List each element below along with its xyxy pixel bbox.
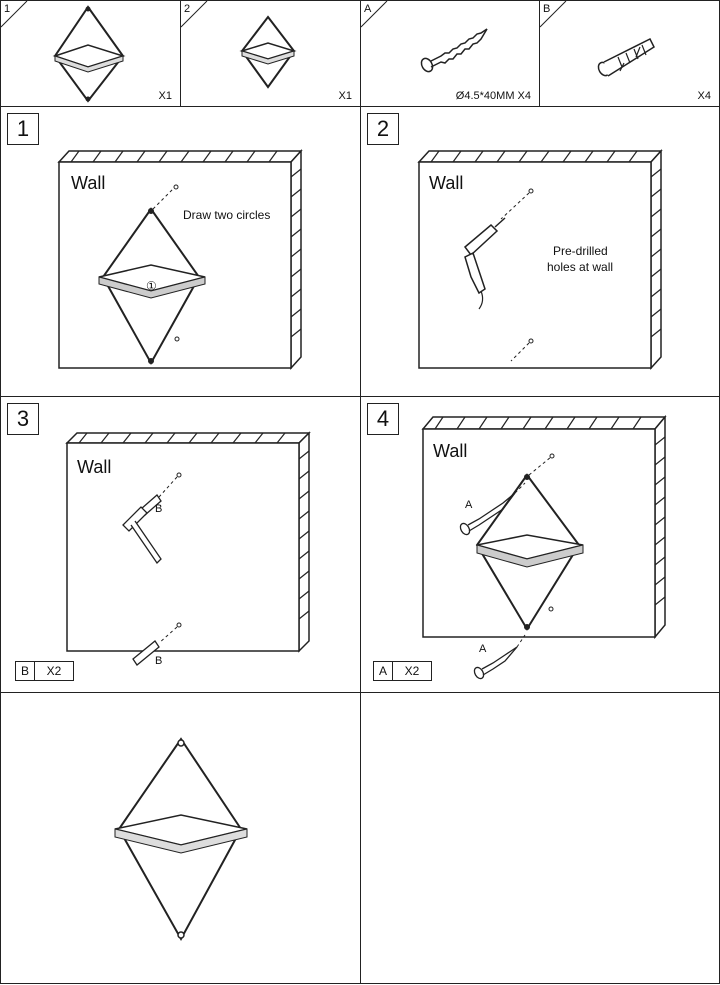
parts-legend: B X2	[15, 661, 74, 681]
screw-tag-top: A	[465, 499, 473, 511]
part-id: 2	[184, 3, 191, 15]
planter-small-icon	[239, 15, 297, 89]
step-3-panel: 3 Wall B B B X2	[0, 396, 361, 693]
corner-notch	[1, 1, 28, 28]
part-qty: Ø4.5*40MM X4	[455, 90, 531, 102]
corner-notch	[361, 1, 388, 28]
legend-qty: X2	[46, 664, 62, 678]
step-number: 2	[367, 113, 399, 145]
step-4-panel: 4 Wall A A A X2	[360, 396, 720, 693]
empty-panel	[360, 692, 720, 984]
part-cell-b: B X4	[539, 0, 720, 107]
screw-tag-bottom: A	[479, 643, 487, 655]
part-qty: X1	[158, 90, 172, 102]
legend-qty: X2	[404, 664, 420, 678]
anchor-tag-top: B	[155, 503, 163, 515]
planter-large-icon	[52, 5, 126, 103]
anchor-tag-bottom: B	[155, 655, 163, 667]
screw-icon	[420, 28, 488, 73]
step-1-illustration	[57, 149, 303, 370]
wall-label: Wall	[77, 457, 112, 477]
corner-notch	[540, 1, 567, 28]
step-2-panel: 2 Wall Pre-drilled holes at wall	[360, 106, 720, 397]
part-cell-2: 2 X1	[180, 0, 361, 107]
step-2-illustration	[417, 149, 663, 370]
step-note-line-1: Pre-drilled	[553, 244, 608, 258]
step-4-illustration	[421, 414, 667, 680]
part-cell-1: 1 X1	[0, 0, 181, 107]
step-note: Draw two circles	[183, 208, 271, 222]
part-id: B	[543, 3, 551, 15]
part-cell-a: A Ø4.5*40MM X4	[360, 0, 540, 107]
step-note-line-2: holes at wall	[547, 260, 614, 274]
wall-label: Wall	[433, 441, 468, 461]
part-qty: X4	[697, 90, 711, 102]
wall-label: Wall	[71, 173, 106, 193]
step-number: 3	[7, 403, 39, 435]
circle-marker: ①	[146, 279, 157, 293]
step-number: 1	[7, 113, 39, 145]
part-id: A	[364, 3, 372, 15]
part-id: 1	[4, 3, 11, 15]
part-qty: X1	[338, 90, 352, 102]
parts-legend: A X2	[373, 661, 432, 681]
result-panel	[0, 692, 361, 984]
installed-planter-illustration	[114, 737, 248, 942]
legend-key: B	[16, 662, 35, 680]
wall-anchor-icon	[597, 37, 655, 77]
step-1-panel: 1 Wall Draw two circles ①	[0, 106, 361, 397]
step-3-illustration	[65, 431, 311, 666]
step-number: 4	[367, 403, 399, 435]
legend-key: A	[374, 662, 393, 680]
corner-notch	[181, 1, 208, 28]
wall-label: Wall	[429, 173, 464, 193]
